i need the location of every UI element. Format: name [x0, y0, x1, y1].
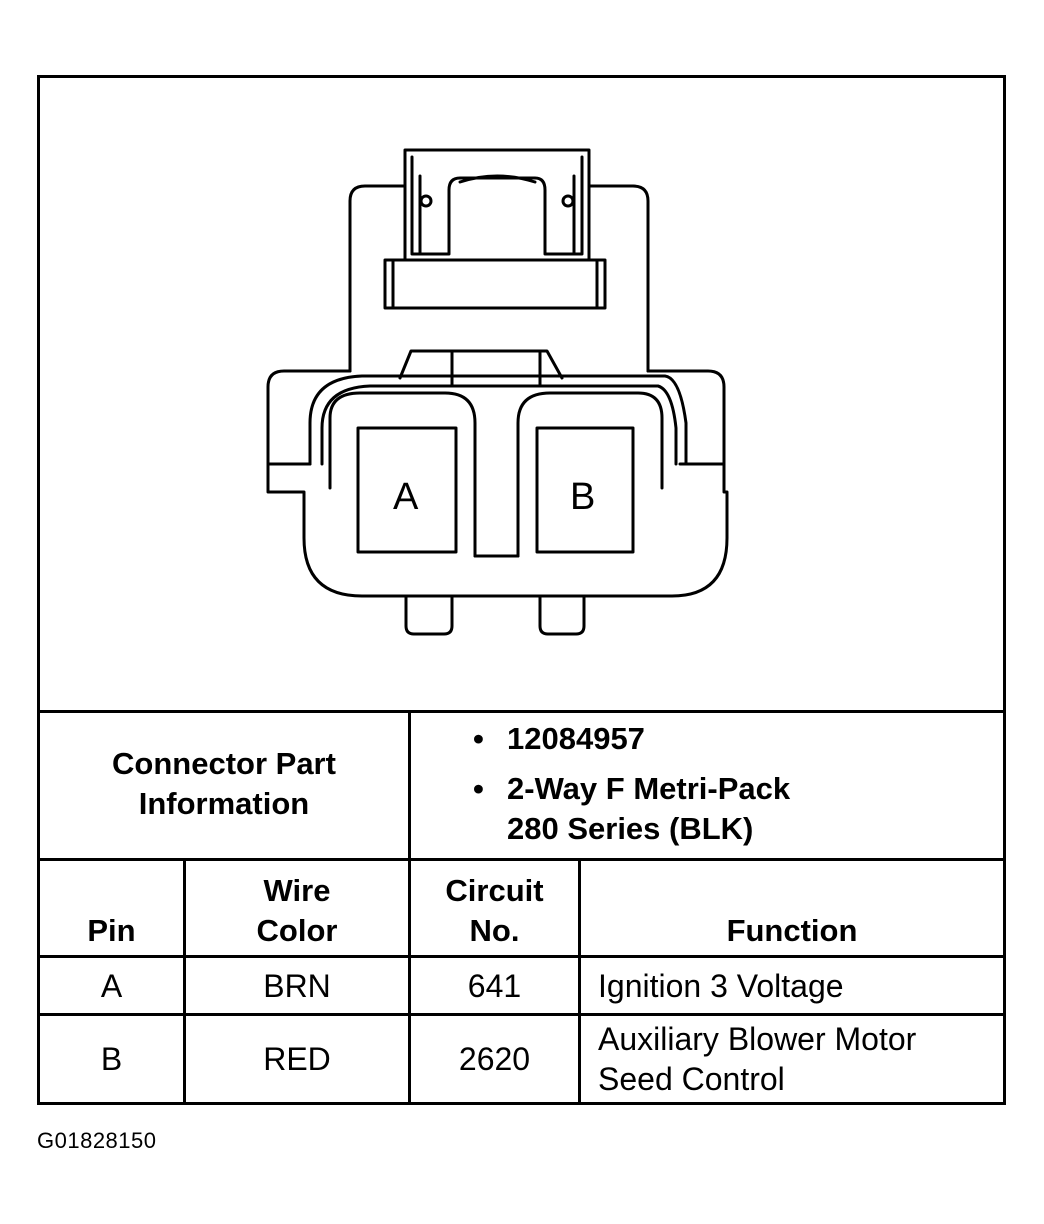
part-series-item: 280 Series (BLK): [473, 809, 1003, 849]
connector-face-drawing: [266, 148, 729, 636]
row-b-function-line1: Auxiliary Blower Motor: [598, 1021, 917, 1057]
header-wire-color-line1: Wire: [263, 873, 331, 908]
figure-code: G01828150: [37, 1128, 157, 1153]
table-rule-col-function: [578, 858, 581, 1102]
connector-drawing-area: A B: [40, 78, 1003, 710]
part-type-item: • 2-Way F Metri-Pack: [473, 769, 1003, 809]
row-b-function-line2: Seed Control: [598, 1061, 785, 1097]
inner-shroud: [308, 374, 688, 466]
part-info-label-line1: Connector Part: [112, 746, 336, 781]
header-function: Function: [581, 861, 1003, 955]
row-a-circuit: 641: [411, 958, 578, 1013]
lock-tab-rivet-right: [561, 194, 575, 208]
housing-upper: [348, 184, 650, 373]
row-a-circuit-text: 641: [467, 967, 522, 1004]
cavity-b-terminal: [535, 426, 635, 554]
lock-tab-outline: [403, 148, 591, 262]
row-a-function-text: Ignition 3 Voltage: [598, 967, 844, 1004]
table-rule-top: [40, 710, 1003, 713]
lock-tab-inner-left: [410, 155, 584, 256]
part-number-item: • 12084957: [473, 719, 1003, 759]
part-number: 12084957: [507, 721, 645, 756]
connector-info-table: Connector Part Information • 12084957 • 2-…: [40, 710, 1003, 1102]
table-rule-header: [40, 955, 1003, 958]
bullet-icon: •: [473, 721, 484, 756]
table-rule-row-a: [40, 1013, 1003, 1016]
bullet-icon: •: [473, 771, 484, 806]
bottom-latch-left: [404, 594, 454, 636]
lock-tab-bar: [458, 174, 537, 184]
table-rule-col-main: [408, 710, 411, 1102]
row-a-pin-text: A: [100, 967, 123, 1004]
bottom-latch-right: [538, 594, 586, 636]
row-b-circuit: 2620: [411, 1016, 578, 1102]
row-a-function: Ignition 3 Voltage: [581, 958, 1003, 1013]
header-wire-color: Wire Color: [186, 861, 408, 955]
lock-tab-rivet-left: [419, 194, 433, 208]
row-b-wire-color: RED: [186, 1016, 408, 1102]
key-notch: [398, 349, 564, 380]
cavity-a-terminal: [356, 426, 458, 554]
cavity-a-label: A: [393, 476, 419, 518]
header-pin: Pin: [40, 861, 183, 955]
part-type: 2-Way F Metri-Pack: [507, 771, 791, 806]
header-function-text: Function: [726, 913, 858, 948]
row-a-wire-color-text: BRN: [263, 967, 331, 1004]
lock-base: [383, 258, 607, 310]
header-wire-color-line2: Color: [256, 913, 338, 948]
table-rule-part-info: [40, 858, 1003, 861]
cavity-b-outline: [516, 391, 664, 558]
table-rule-col-pin: [183, 858, 186, 1102]
header-circuit-line2: No.: [469, 913, 520, 948]
part-info-label-line2: Information: [138, 786, 310, 821]
housing-outline: [266, 369, 729, 598]
header-circuit: Circuit No.: [411, 861, 578, 955]
cavity-b-label: B: [570, 476, 596, 518]
row-b-circuit-text: 2620: [458, 1041, 531, 1077]
row-a-wire-color: BRN: [186, 958, 408, 1013]
diagram-frame: A B Connector Part Information • 12084957…: [37, 75, 1006, 1105]
header-pin-text: Pin: [87, 913, 136, 948]
part-info-label: Connector Part Information: [40, 710, 408, 858]
row-a-pin: A: [40, 958, 183, 1013]
cavity-a-outline: [328, 391, 477, 558]
part-series: 280 Series (BLK): [507, 811, 754, 846]
row-b-function: Auxiliary Blower Motor Seed Control: [581, 1016, 1003, 1102]
part-info-values: • 12084957 • 2-Way F Metri-Pack 280 Series…: [411, 710, 1003, 858]
row-b-pin-text: B: [100, 1041, 123, 1077]
header-circuit-line1: Circuit: [445, 873, 544, 908]
row-b-wire-color-text: RED: [263, 1041, 331, 1077]
row-b-pin: B: [40, 1016, 183, 1102]
